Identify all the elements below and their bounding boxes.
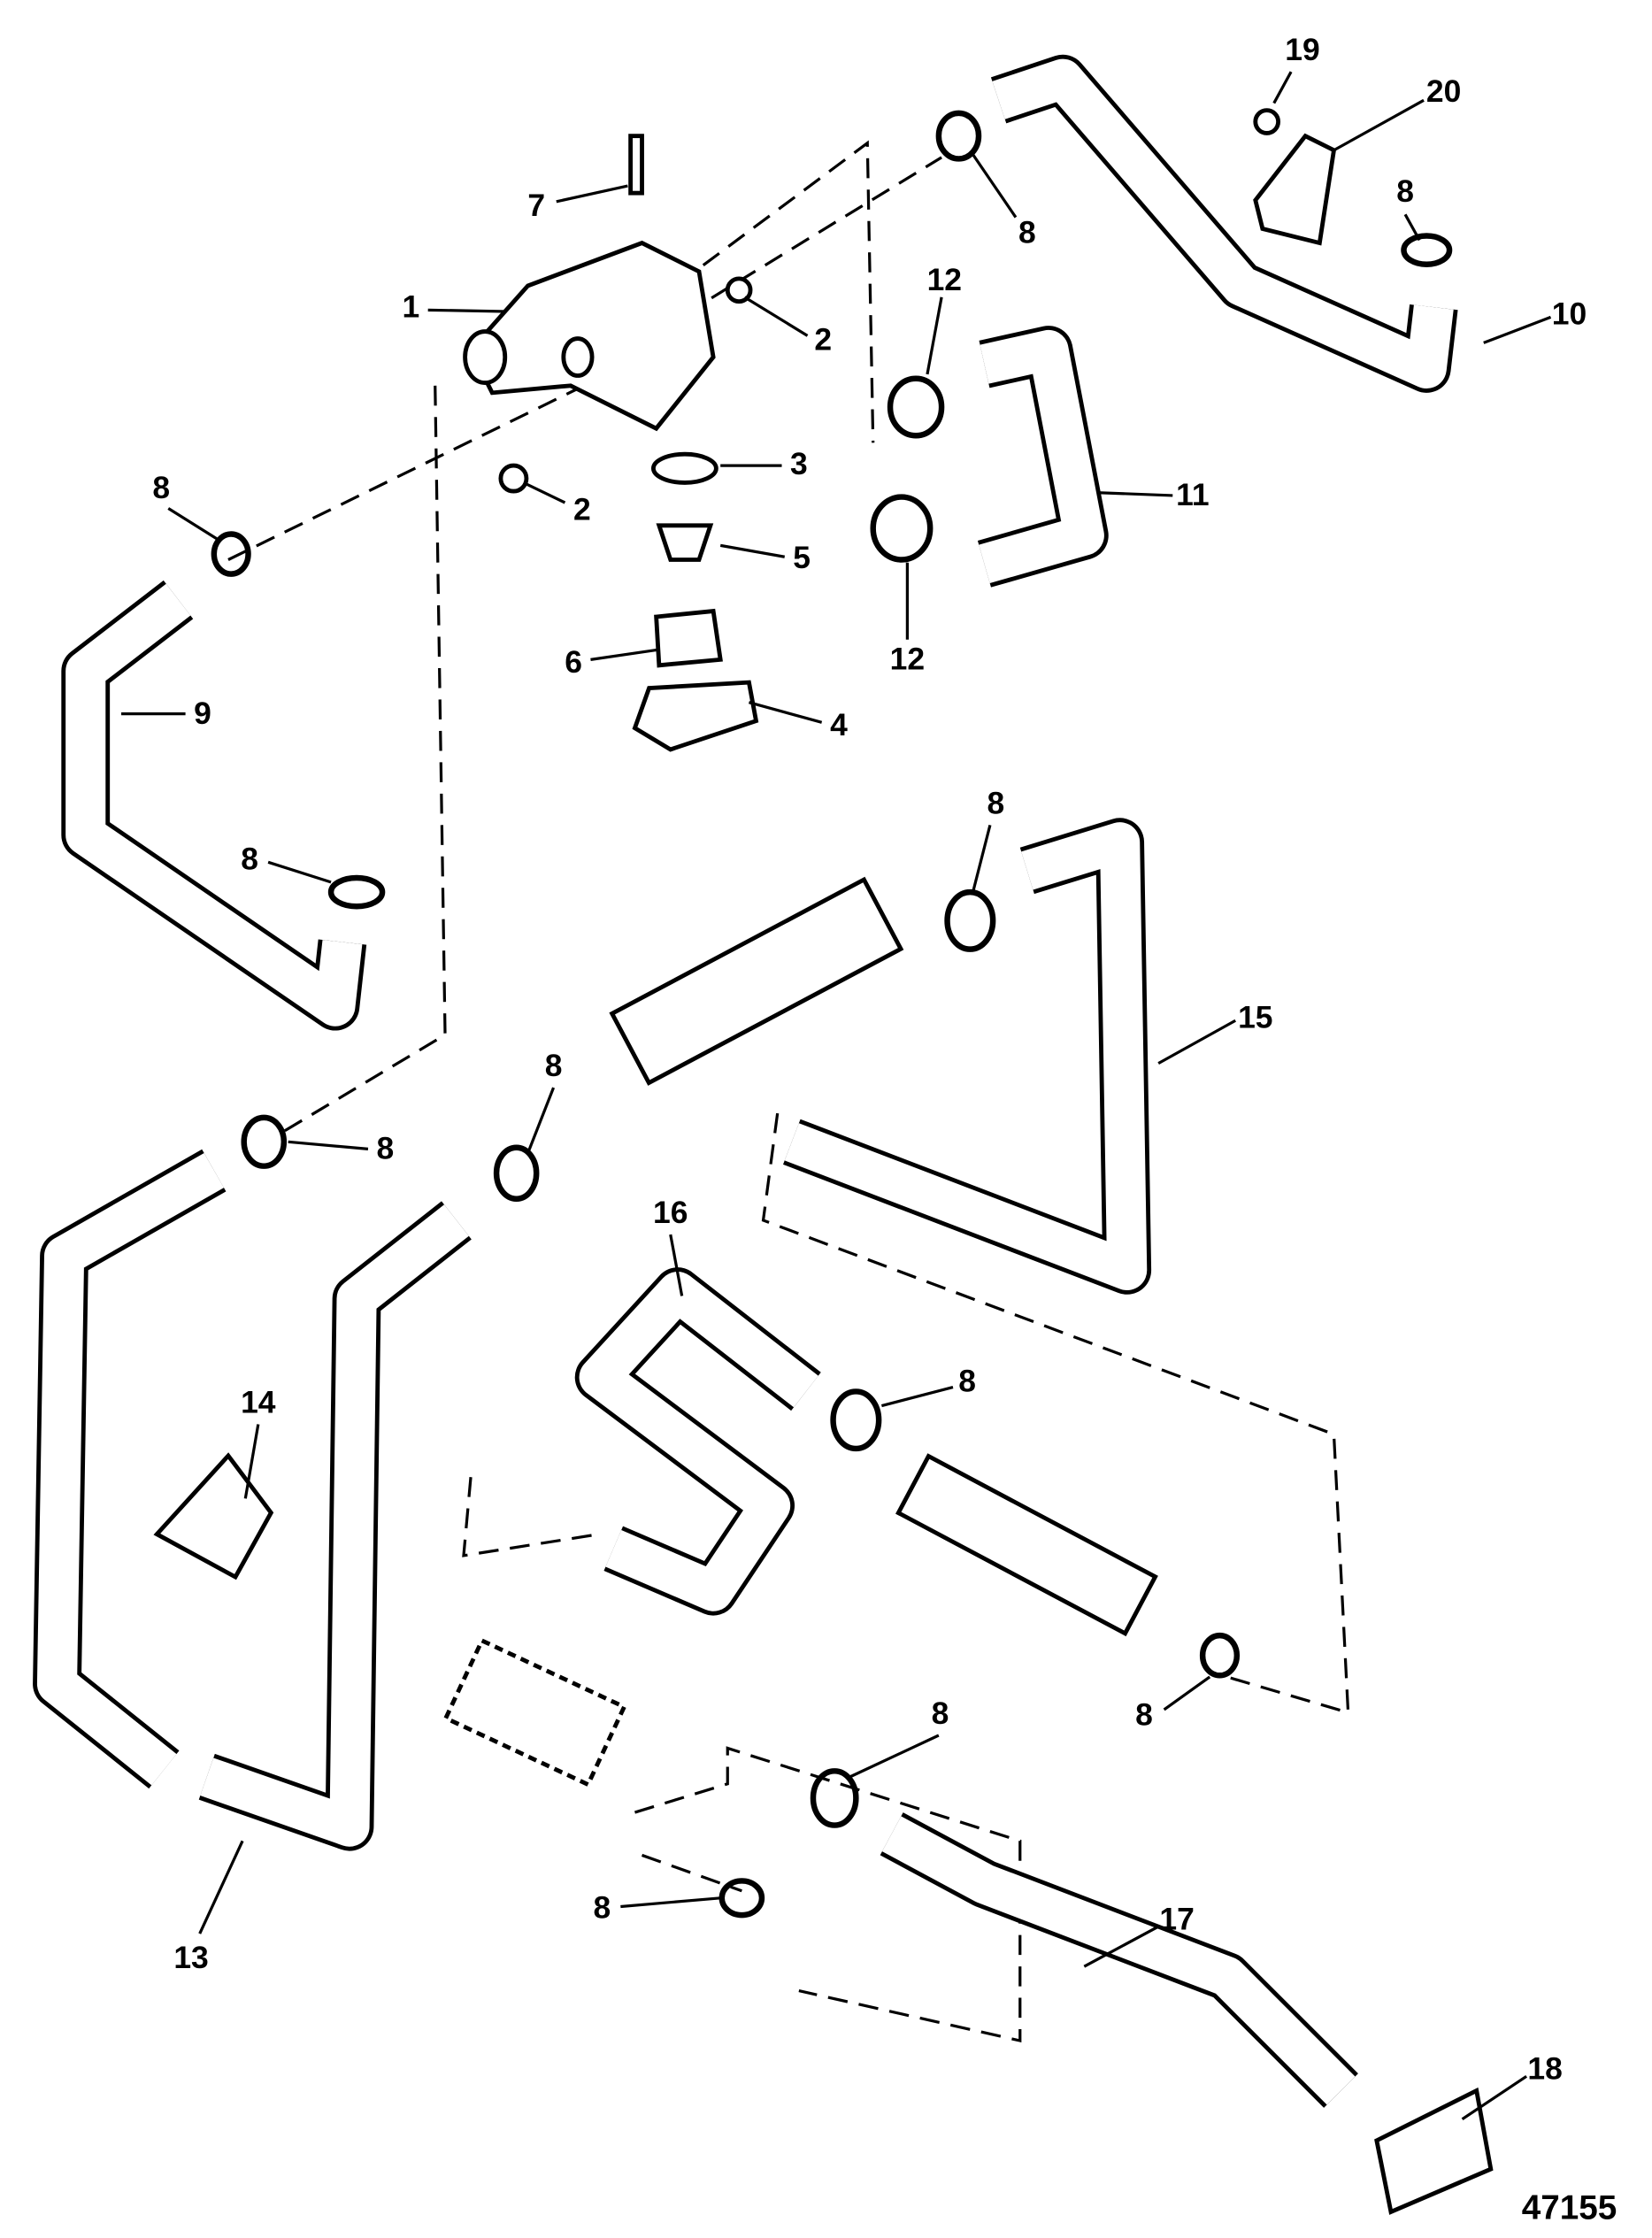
hose-15 [783, 818, 1152, 1295]
callout-6: 6 [565, 644, 582, 680]
plug [725, 276, 753, 304]
callout-20: 20 [1426, 73, 1461, 109]
callout-2: 2 [814, 321, 832, 357]
callout-8: 8 [1018, 215, 1036, 250]
nut [1253, 108, 1281, 135]
leader-line-12 [926, 296, 943, 375]
leader-line-14 [243, 1424, 260, 1499]
gasket-plate [632, 680, 759, 752]
callout-5: 5 [793, 540, 811, 575]
leader-line-8 [620, 1896, 721, 1909]
leader-line-8 [526, 1087, 556, 1154]
callout-7: 7 [527, 188, 545, 223]
gasket [650, 451, 718, 485]
leader-line-8 [167, 507, 219, 542]
leader-line-8 [267, 860, 332, 884]
callout-8: 8 [932, 1696, 949, 1731]
callout-15: 15 [1238, 999, 1272, 1034]
leader-line-15 [1157, 1019, 1237, 1065]
leader-line-18 [1461, 2074, 1528, 2121]
hoses [33, 54, 1458, 2108]
thermostat-housing [463, 240, 716, 432]
leader-line-8 [1163, 1675, 1211, 1711]
assembly-dashed-lines [227, 140, 1350, 2043]
callout-12: 12 [927, 262, 962, 297]
callout-8: 8 [1135, 1697, 1153, 1733]
sleeve [654, 608, 723, 668]
callout-3: 3 [790, 446, 808, 481]
leader-line-1 [427, 308, 507, 313]
figure-number: 47155 [1522, 2189, 1617, 2227]
heat-exchanger-2 [895, 1453, 1158, 1637]
parts [153, 108, 1494, 2215]
leader-line-8 [972, 153, 1018, 219]
callout-labels: 1223456788888888888910111212131415161718… [152, 32, 1587, 2086]
leader-lines [121, 71, 1552, 2121]
spring [1374, 2087, 1494, 2215]
hose-11 [977, 326, 1109, 588]
leader-line-11 [1098, 491, 1173, 497]
leader-line-13 [198, 1840, 244, 1934]
leader-line-8 [1403, 213, 1421, 242]
leader-line-7 [556, 184, 628, 204]
callout-8: 8 [958, 1363, 976, 1398]
callout-13: 13 [173, 1940, 208, 1975]
callout-1: 1 [402, 288, 419, 324]
plug [498, 463, 529, 494]
leader-line-4 [749, 701, 823, 724]
leader-line-2 [743, 296, 809, 337]
leader-line-20 [1333, 98, 1425, 152]
leader-line-8 [972, 824, 992, 893]
callout-10: 10 [1552, 296, 1587, 331]
callout-4: 4 [830, 707, 848, 742]
callout-16: 16 [653, 1195, 688, 1230]
leader-line-10 [1483, 315, 1552, 344]
callout-12: 12 [890, 642, 925, 677]
leader-line-17 [1083, 1925, 1159, 1968]
clamps [211, 110, 1453, 1919]
callout-8: 8 [594, 1889, 611, 1925]
callout-8: 8 [987, 785, 1004, 820]
callout-8: 8 [1396, 173, 1414, 209]
hose-9 [61, 580, 367, 1031]
leader-line-5 [719, 543, 786, 558]
callout-19: 19 [1285, 32, 1319, 67]
callout-8: 8 [241, 841, 258, 876]
callout-17: 17 [1159, 1901, 1194, 1936]
leader-line-2 [522, 481, 566, 504]
thermostat [656, 523, 714, 562]
leader-line-6 [590, 648, 660, 661]
heat-exchanger [609, 876, 904, 1086]
leader-line-8 [288, 1140, 369, 1150]
leader-line-8 [880, 1386, 954, 1408]
hose-17 [880, 1812, 1358, 2108]
bolt [628, 134, 644, 196]
callout-9: 9 [194, 696, 211, 731]
callout-8: 8 [545, 1048, 563, 1083]
leader-line-8 [849, 1734, 940, 1779]
pump-phantom [442, 1637, 627, 1788]
callout-2: 2 [573, 491, 591, 527]
clip [1253, 133, 1337, 246]
callout-8: 8 [152, 470, 170, 505]
callout-11: 11 [1176, 477, 1209, 512]
leader-line-16 [669, 1234, 684, 1296]
hose-16 [574, 1267, 821, 1616]
callout-18: 18 [1527, 2051, 1562, 2087]
callout-8: 8 [376, 1131, 394, 1166]
leader-line-19 [1272, 71, 1293, 104]
callout-14: 14 [241, 1385, 276, 1420]
hose-13 [33, 1149, 472, 1851]
hose-10 [990, 54, 1458, 393]
hose-clip [153, 1452, 274, 1580]
